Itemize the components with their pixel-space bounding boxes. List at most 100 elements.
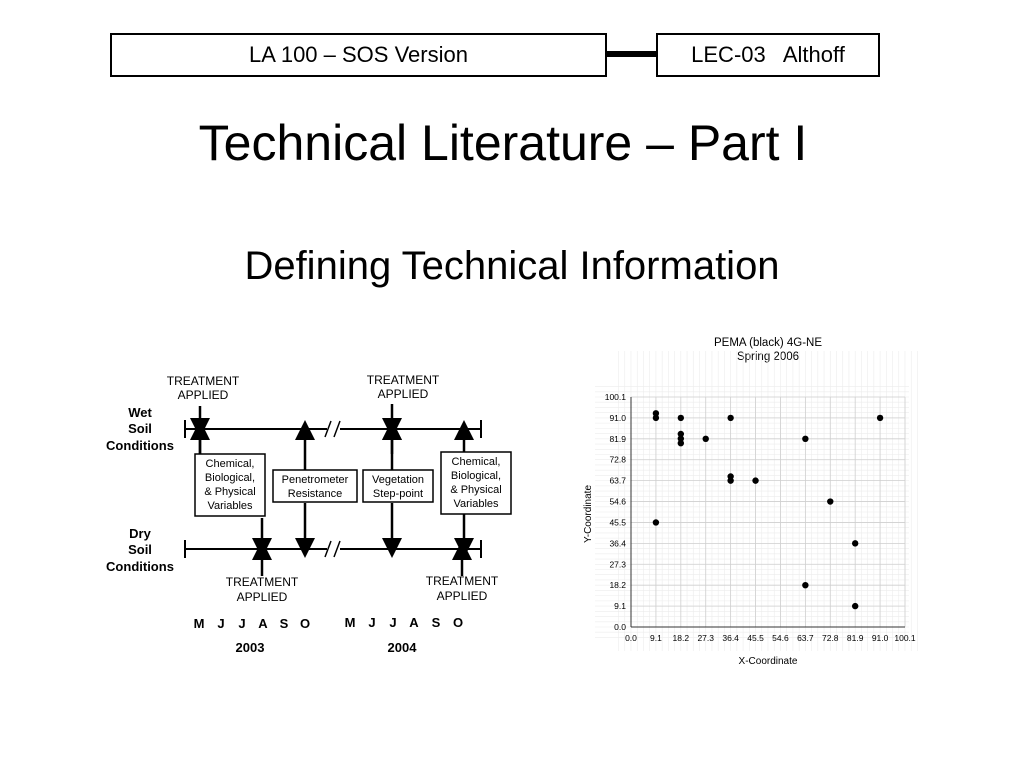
variables-box-line: Biological, [451, 470, 501, 482]
variables-box-line: Chemical, [452, 456, 501, 468]
x-tick-label: 72.8 [822, 633, 839, 643]
year-label: 2003 [236, 640, 265, 655]
vegetation-box [362, 469, 434, 503]
y-tick-label: 72.8 [609, 455, 626, 465]
dry-label-line: Dry [129, 526, 151, 541]
data-point [851, 602, 859, 610]
treatment-label-line: TREATMENT [167, 374, 240, 388]
variables-box-line: & Physical [450, 484, 501, 496]
treatment-label-line: TREATMENT [426, 574, 499, 588]
month-label: J [389, 615, 396, 630]
treatment-label-line: APPLIED [437, 589, 488, 603]
y-tick-label: 54.6 [609, 497, 626, 507]
data-point [827, 498, 834, 505]
x-tick-label: 18.2 [673, 633, 690, 643]
chart-grid [595, 351, 918, 651]
y-tick-label: 81.9 [609, 434, 626, 444]
y-tick-label: 18.2 [609, 580, 626, 590]
data-point [677, 435, 685, 442]
year-label: 2004 [388, 640, 418, 655]
x-tick-label: 27.3 [697, 633, 714, 643]
month-label: J [217, 616, 224, 631]
y-tick-label: 45.5 [609, 517, 626, 527]
data-point [677, 430, 685, 438]
month-label: A [409, 615, 419, 630]
y-tick-labels: 0.0 9.1 18.2 27.3 36.4 45.5 54.6 63.7 72.8 81.9 91… [605, 392, 627, 632]
slide-subtitle: Defining Technical Information [244, 244, 780, 288]
data-point [652, 410, 660, 417]
penetrometer-box-line: Resistance [288, 488, 342, 500]
dry-label-line: Conditions [106, 559, 174, 574]
penetrometer-box [272, 469, 358, 503]
x-tick-label: 100.1 [894, 633, 916, 643]
x-tick-label: 81.9 [847, 633, 864, 643]
chart-title: PEMA (black) 4G-NE [714, 337, 822, 349]
timeline-break-mark [333, 540, 341, 558]
treatment-label-line: APPLIED [237, 590, 288, 604]
treatment-label-line: TREATMENT [367, 373, 440, 387]
month-label: S [432, 615, 441, 630]
month-label: A [258, 616, 268, 631]
y-tick-label: 36.4 [609, 538, 626, 548]
wet-label-line: Conditions [106, 438, 174, 453]
variables-box-line: Biological, [205, 472, 255, 484]
timeline-break-mark [333, 420, 341, 438]
x-tick-label: 36.4 [722, 633, 739, 643]
chart-axes [630, 397, 905, 628]
x-axis-label: X-Coordinate [739, 656, 798, 667]
variables-box-line: Variables [453, 498, 499, 510]
y-tick-label: 91.0 [609, 413, 626, 423]
penetrometer-box-line: Penetrometer [282, 474, 349, 486]
lecture-label: LEC-03 Althoff [691, 42, 845, 67]
y-axis-label: Y-Coordinate [583, 485, 594, 543]
y-tick-label: 27.3 [609, 559, 626, 569]
vegetation-box-line: Vegetation [372, 474, 424, 486]
data-point [677, 439, 685, 447]
treatment-label-line: APPLIED [178, 388, 229, 402]
data-point [851, 540, 859, 547]
lecture-label-box: LEC-03 Althoff [656, 33, 880, 77]
month-label: J [238, 616, 245, 631]
treatment-timeline-diagram: Wet Soil Conditions Dry Soil Conditions … [106, 373, 512, 655]
x-tick-label: 63.7 [797, 633, 814, 643]
month-label: M [194, 616, 205, 631]
course-label-box: LA 100 – SOS Version [110, 33, 607, 77]
month-label: S [280, 616, 289, 631]
data-point [802, 581, 809, 589]
variables-box [440, 451, 512, 515]
y-tick-label: 0.0 [614, 622, 626, 632]
wet-label-line: Wet [128, 405, 152, 420]
x-tick-label: 0.0 [625, 633, 637, 643]
month-label: O [300, 616, 310, 631]
data-point [727, 414, 734, 422]
data-point [652, 519, 660, 526]
dry-label-line: Soil [128, 542, 152, 557]
data-point [702, 435, 709, 443]
timeline-break-mark [324, 540, 332, 558]
month-label: M [345, 615, 356, 630]
variables-box-line: Chemical, [206, 458, 255, 470]
treatment-label-line: TREATMENT [226, 575, 299, 589]
y-tick-label: 100.1 [605, 392, 627, 402]
course-label: LA 100 – SOS Version [249, 42, 468, 67]
data-points [652, 410, 884, 610]
treatment-label-line: APPLIED [378, 387, 429, 401]
x-tick-label: 91.0 [872, 633, 889, 643]
y-tick-label: 63.7 [609, 476, 626, 486]
data-point [752, 477, 759, 484]
vegetation-box-line: Step-point [373, 488, 423, 500]
variables-box [194, 453, 266, 517]
data-point [652, 414, 660, 422]
data-point [727, 477, 734, 484]
header-connector-bar [607, 51, 656, 57]
y-tick-label: 9.1 [614, 601, 626, 611]
data-point [876, 414, 884, 422]
x-tick-label: 9.1 [650, 633, 662, 643]
month-labels: M J J A S O M J J A S O [194, 615, 463, 631]
x-tick-label: 54.6 [772, 633, 789, 643]
wet-label-line: Soil [128, 421, 152, 436]
month-label: O [453, 615, 463, 630]
data-point [677, 414, 685, 422]
